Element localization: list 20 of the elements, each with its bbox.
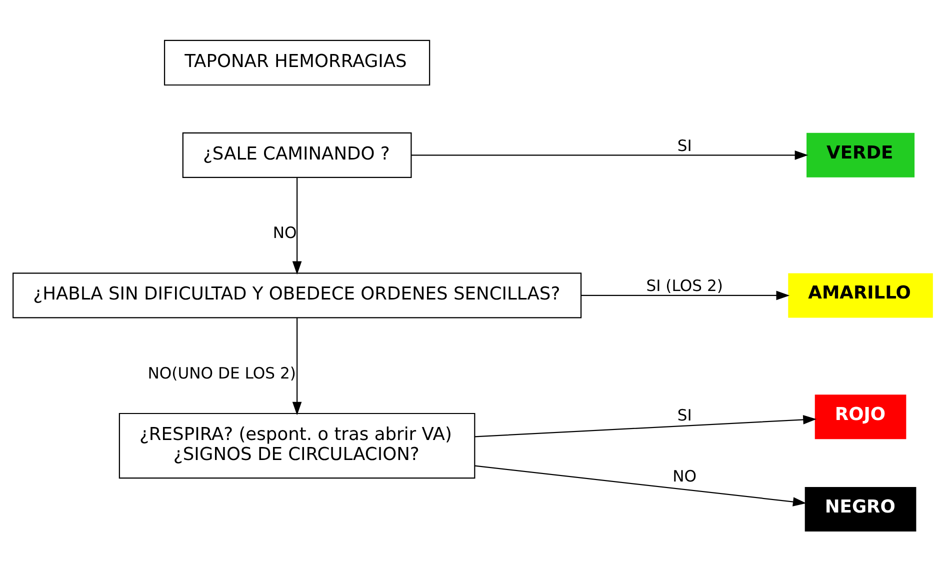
node-box: AMARILLO [788,272,933,318]
edge-label: SI [677,406,692,424]
arrow [292,177,302,274]
edge-label: NO [272,224,297,242]
node-box: VERDE [806,132,915,177]
node-box: ROJO [814,394,906,439]
arrow [411,150,808,160]
edge-label: SI [677,136,692,154]
edge-label: NO(UNO DE LOS 2) [148,364,296,382]
arrow [474,464,806,506]
arrow [292,318,302,415]
node-box: ¿HABLA SIN DIFICULTAD Y OBEDECE ORDENES SENCILLAS? [12,272,582,318]
arrow [474,414,817,437]
node-box: NEGRO [804,486,916,532]
node-box: ¿SALE CAMINANDO ? [182,132,412,178]
node-box: ¿RESPIRA? (espont. o tras abrir VA) ¿SIGNOS DE CIRCULACION? [118,412,476,478]
node-box: TAPONAR HEMORRAGIAS [164,39,430,86]
edge-label: NO [672,467,697,486]
edge-label: SI (LOS 2) [646,276,723,295]
arrow [581,290,790,300]
